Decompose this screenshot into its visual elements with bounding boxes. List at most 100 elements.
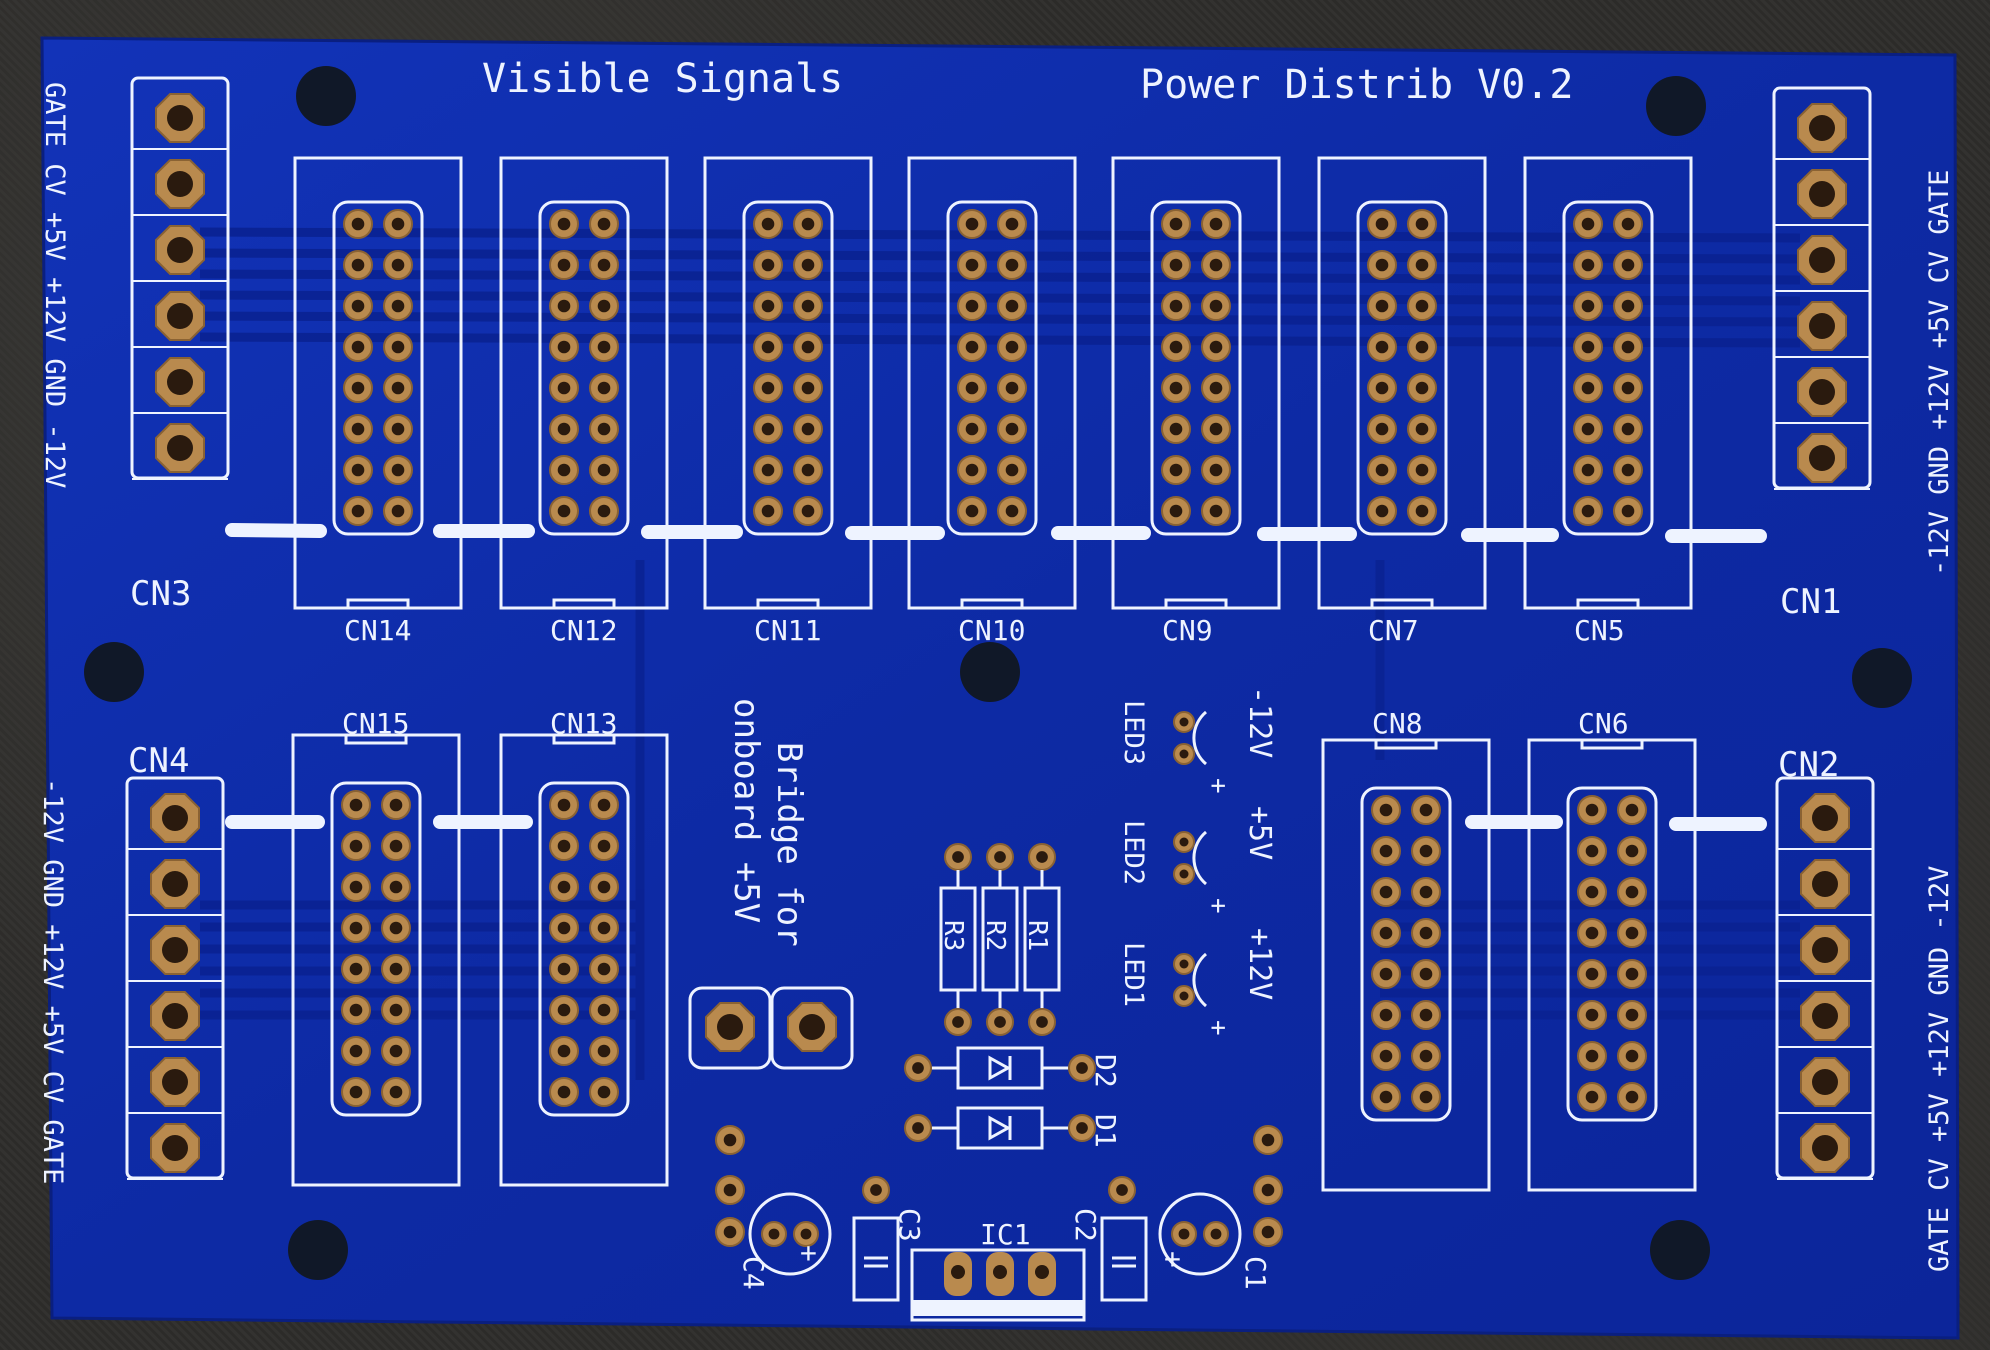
jumper-outline: [688, 986, 772, 1070]
drill-hole: [1621, 217, 1635, 231]
drill-hole: [1581, 258, 1595, 272]
drill-hole: [162, 1003, 188, 1029]
header-label-cn15: CN15: [342, 707, 409, 740]
drill-hole: [1625, 1049, 1639, 1063]
mounting-hole: [960, 642, 1020, 702]
drill-hole: [965, 340, 979, 354]
terminal-block-cn4: CN4-12V GND +12V +5V CV GATE: [37, 741, 225, 1184]
drill-hole: [597, 962, 611, 976]
pin-field: [538, 781, 630, 1117]
drill-hole: [1419, 967, 1433, 981]
idc-header-cn14: CN14: [293, 156, 463, 647]
drill-hole: [1625, 1090, 1639, 1104]
drill-hole: [952, 851, 964, 863]
drill-hole: [351, 340, 365, 354]
led-polarity: +: [1203, 898, 1233, 914]
drill-hole: [351, 258, 365, 272]
drill-hole: [597, 258, 611, 272]
drill-hole: [1419, 926, 1433, 940]
led-polarity: +: [1203, 778, 1233, 794]
led-outline: [1192, 952, 1207, 1008]
diode-ref: D2: [1089, 1054, 1122, 1088]
diode-symbol: [988, 1055, 1012, 1081]
resistor-body: [939, 886, 977, 992]
drill-hole: [351, 299, 365, 313]
drill-hole: [1005, 463, 1019, 477]
terminal-pin-labels-cn4: -12V GND +12V +5V CV GATE: [37, 778, 68, 1184]
cap-polarity: +: [1164, 1242, 1181, 1275]
resistor-ref: R2: [980, 920, 1010, 951]
drill-hole: [351, 217, 365, 231]
drill-hole: [801, 258, 815, 272]
drill-hole: [801, 340, 815, 354]
drill-hole: [1116, 1184, 1128, 1196]
cap-ref: C1: [1239, 1256, 1272, 1290]
drill-hole: [597, 217, 611, 231]
led-ref: LED3: [1118, 700, 1149, 765]
drill-hole: [167, 435, 193, 461]
drill-hole: [1261, 1183, 1275, 1197]
idc-header-cn8: CN8: [1321, 707, 1491, 1192]
drill-hole: [965, 381, 979, 395]
idc-header-cn7: CN7: [1317, 156, 1487, 647]
header-label-cn14: CN14: [344, 614, 411, 647]
drill-hole: [1005, 381, 1019, 395]
silk-bus-bar: [225, 523, 327, 538]
drill-hole: [557, 381, 571, 395]
drill-hole: [557, 299, 571, 313]
drill-hole: [389, 1003, 403, 1017]
resistor-body: [981, 886, 1019, 992]
drill-hole: [1419, 1049, 1433, 1063]
diode-body: [956, 1046, 1044, 1090]
drill-hole: [557, 504, 571, 518]
drill-hole: [597, 463, 611, 477]
drill-hole: [801, 381, 815, 395]
pin-field: [1360, 786, 1452, 1122]
led-led3: LED3-12V+: [1118, 686, 1277, 794]
resistor-r2: R2: [980, 843, 1019, 1036]
drill-hole: [389, 839, 403, 853]
drill-hole: [801, 217, 815, 231]
drill-hole: [1169, 340, 1183, 354]
drill-hole: [994, 1016, 1006, 1028]
drill-hole: [768, 1228, 780, 1240]
pin-field: [332, 200, 424, 536]
cap-ref: C3: [893, 1208, 926, 1242]
drill-hole: [1415, 217, 1429, 231]
drill-hole: [1621, 504, 1635, 518]
regulator-ic1: IC1: [910, 1218, 1086, 1322]
header-key-notch: [1580, 738, 1644, 750]
bus-trace: [199, 311, 1801, 327]
drill-hole: [1379, 844, 1393, 858]
drill-hole: [349, 1085, 363, 1099]
header-label-cn6: CN6: [1578, 707, 1629, 740]
drill-hole: [557, 463, 571, 477]
drill-hole: [349, 921, 363, 935]
resistor-r3: R3: [938, 843, 977, 1036]
drill-hole: [1625, 967, 1639, 981]
drill-hole: [1585, 1008, 1599, 1022]
drill-hole: [1812, 805, 1838, 831]
drill-hole: [801, 422, 815, 436]
mounting-hole: [296, 66, 356, 126]
drill-hole: [1581, 381, 1595, 395]
drill-hole: [1809, 115, 1835, 141]
bridge-jumper: [688, 986, 854, 1070]
drill-hole: [1419, 803, 1433, 817]
drill-hole: [1209, 422, 1223, 436]
drill-hole: [993, 1265, 1007, 1279]
header-label-cn11: CN11: [754, 614, 821, 647]
idc-header-cn11: CN11: [703, 156, 873, 647]
drill-hole: [801, 504, 815, 518]
drill-hole: [1375, 299, 1389, 313]
drill-hole: [391, 463, 405, 477]
mounting-hole: [84, 642, 144, 702]
drill-hole: [1375, 463, 1389, 477]
drill-hole: [1209, 299, 1223, 313]
jumper-outline: [770, 986, 854, 1070]
drill-hole: [1585, 844, 1599, 858]
led-ref: LED1: [1118, 942, 1149, 1007]
resistor-r1: R1: [1022, 843, 1061, 1036]
drill-hole: [389, 962, 403, 976]
